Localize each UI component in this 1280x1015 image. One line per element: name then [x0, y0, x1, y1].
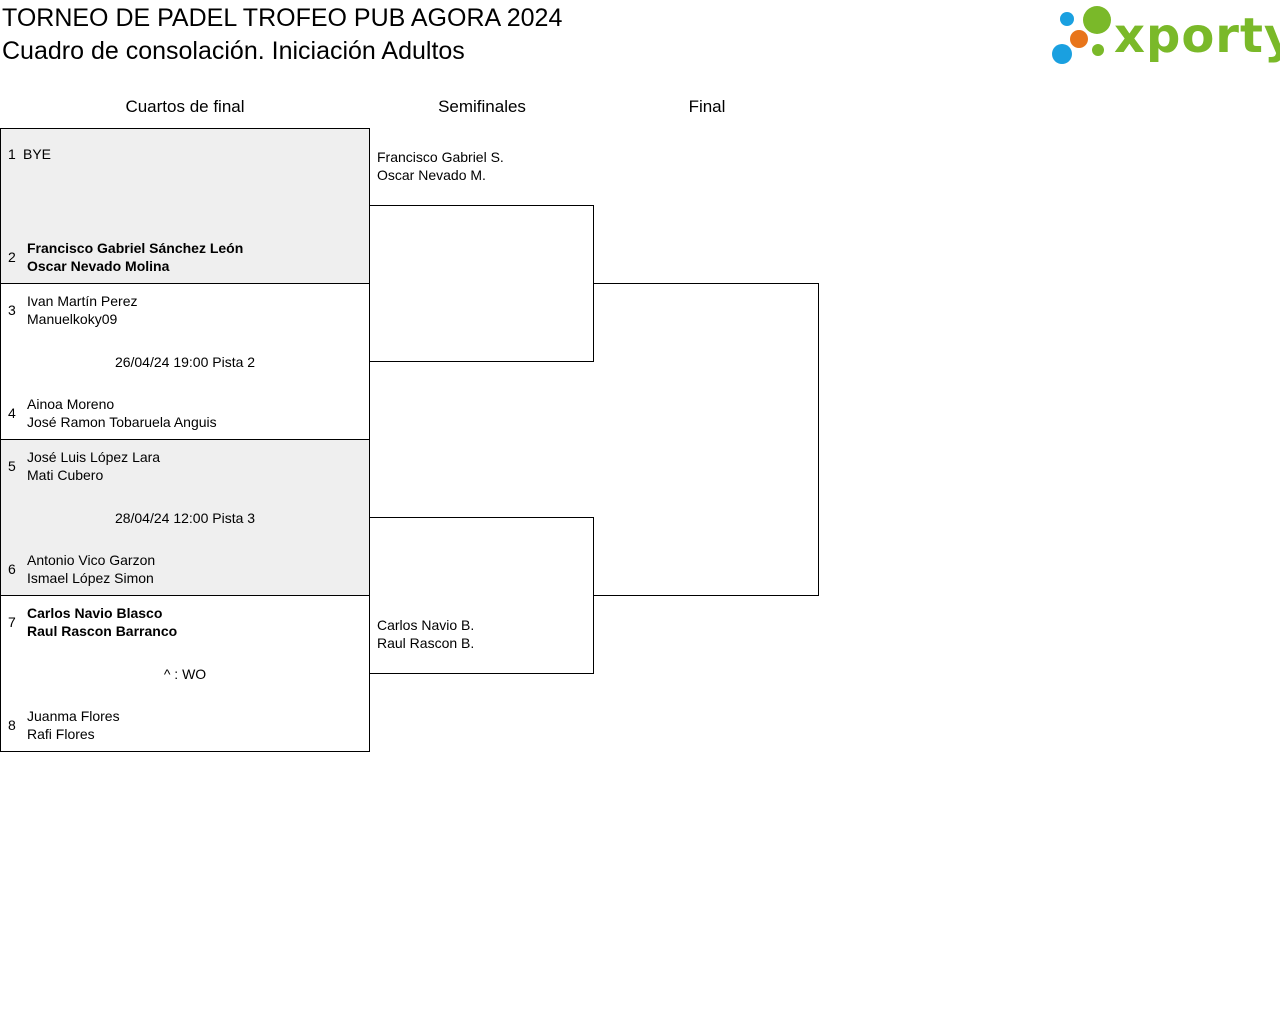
team-entry: José Luis López Lara Mati Cubero	[27, 448, 160, 484]
semifinal-match-1-bracket[interactable]	[369, 205, 594, 362]
player-name: Francisco Gabriel S.	[377, 149, 504, 165]
seed-number: 7	[8, 614, 16, 630]
team-entry: Antonio Vico Garzon Ismael López Simon	[27, 551, 155, 587]
player-name: Antonio Vico Garzon	[27, 552, 156, 568]
seed-number: 4	[8, 405, 16, 421]
player-name: Mati Cubero	[27, 467, 104, 483]
logo-dot-green-large	[1083, 6, 1111, 34]
player-name: BYE	[23, 146, 52, 162]
seed-number: 2	[8, 249, 16, 265]
player-name: José Luis López Lara	[27, 449, 161, 465]
team-winner: Francisco Gabriel Sánchez León Oscar Nev…	[27, 239, 243, 275]
match-schedule: 28/04/24 12:00 Pista 3	[114, 510, 256, 526]
quarterfinal-match-4[interactable]: 7 Carlos Navio Blasco Raul Rascon Barran…	[0, 595, 370, 752]
logo-dot-blue-large	[1052, 44, 1072, 64]
quarterfinal-match-2[interactable]: 3 Ivan Martín Perez Manuelkoky09 26/04/2…	[0, 283, 370, 440]
player-name: Oscar Nevado Molina	[27, 258, 170, 274]
team-bye: BYE	[23, 145, 51, 163]
semifinal-match-2-bracket[interactable]	[369, 517, 594, 674]
team-entry: Juanma Flores Rafi Flores	[27, 707, 120, 743]
player-name: Carlos Navio Blasco	[27, 605, 163, 621]
round-heading-quarterfinals: Cuartos de final	[125, 97, 245, 116]
xporty-logo: xporty	[1050, 4, 1280, 68]
seed-number: 8	[8, 717, 16, 733]
player-name: Carlos Navio B.	[377, 617, 475, 633]
page-subtitle: Cuadro de consolación. Iniciación Adulto…	[2, 37, 465, 65]
team-entry: Ainoa Moreno José Ramon Tobaruela Anguis	[27, 395, 217, 431]
logo-dot-orange	[1070, 30, 1088, 48]
team-entry: Ivan Martín Perez Manuelkoky09	[27, 292, 138, 328]
player-name: Ainoa Moreno	[27, 396, 115, 412]
logo-dot-blue-small	[1060, 12, 1074, 26]
player-name: Juanma Flores	[27, 708, 120, 724]
seed-number: 3	[8, 302, 16, 318]
semifinal-team-2: Carlos Navio B. Raul Rascon B.	[377, 616, 474, 652]
logo-wordmark: xporty	[1114, 8, 1280, 64]
match-schedule: 26/04/24 19:00 Pista 2	[114, 354, 256, 370]
player-name: José Ramon Tobaruela Anguis	[27, 414, 217, 430]
team-winner: Carlos Navio Blasco Raul Rascon Barranco	[27, 604, 177, 640]
round-heading-final: Final	[688, 97, 726, 116]
player-name: Francisco Gabriel Sánchez León	[27, 240, 244, 256]
player-name: Ismael López Simon	[27, 570, 154, 586]
player-name: Raul Rascon Barranco	[27, 623, 178, 639]
seed-number: 1	[8, 146, 16, 162]
quarterfinal-match-3[interactable]: 5 José Luis López Lara Mati Cubero 28/04…	[0, 439, 370, 596]
final-match-bracket[interactable]	[594, 283, 819, 596]
semifinal-team-1: Francisco Gabriel S. Oscar Nevado M.	[377, 148, 504, 184]
player-name: Ivan Martín Perez	[27, 293, 138, 309]
match-result-walkover: ^ : WO	[163, 666, 207, 682]
player-name: Manuelkoky09	[27, 311, 118, 327]
seed-number: 5	[8, 458, 16, 474]
seed-number: 6	[8, 561, 16, 577]
player-name: Rafi Flores	[27, 726, 95, 742]
quarterfinal-match-1[interactable]: 1 BYE 2 Francisco Gabriel Sánchez León O…	[0, 128, 370, 285]
page-title: TORNEO DE PADEL TROFEO PUB AGORA 2024	[2, 4, 563, 32]
player-name: Oscar Nevado M.	[377, 167, 486, 183]
player-name: Raul Rascon B.	[377, 635, 475, 651]
round-heading-semifinals: Semifinales	[438, 97, 526, 116]
logo-dot-green-small	[1092, 44, 1104, 56]
